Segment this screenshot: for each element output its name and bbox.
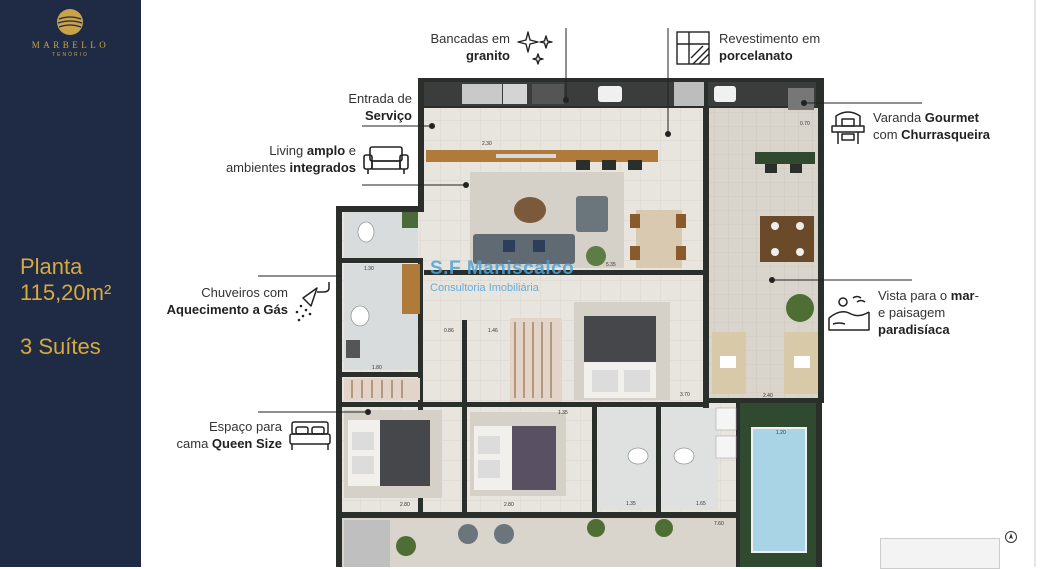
tile-icon — [676, 31, 710, 65]
dimension-label: 2.40 — [763, 393, 773, 399]
landscape-icon — [828, 295, 870, 331]
dimension-label: 0.70 — [800, 121, 810, 127]
dimension-label: 1.30 — [364, 266, 374, 272]
plan-area: 115,20m² — [20, 280, 112, 305]
dimension-label: 5.35 — [606, 262, 616, 268]
feature-espaco-line1: Espaço para — [209, 419, 282, 434]
plan-title: Planta — [20, 254, 83, 279]
dimension-label: 1.80 — [372, 365, 382, 371]
watermark-title: S.F Maniscalco — [430, 258, 575, 279]
dimension-label: 7.60 — [714, 521, 724, 527]
feature-revestimento-line1: Revestimento em — [719, 31, 821, 46]
key-plan — [880, 538, 1000, 569]
feature-espaco-line2: cama Queen Size — [176, 436, 282, 451]
feature-chuveiros-line2: Aquecimento a Gás — [166, 302, 288, 317]
feature-revestimento: Revestimento em porcelanato — [719, 30, 820, 64]
feature-bancadas-line1: Bancadas em — [430, 31, 511, 46]
dimension-label: 1.35 — [626, 501, 636, 507]
sun-logo-icon — [57, 9, 83, 35]
feature-entrada: Entrada de Serviço — [312, 90, 412, 124]
feature-vista-line3: paradisíaca — [878, 322, 950, 337]
sofa-icon — [363, 146, 409, 174]
feature-vista-line2: e paisagem — [878, 305, 946, 320]
dimension-label: 1.65 — [696, 501, 706, 507]
feature-varanda-line1: Varanda Gourmet — [873, 110, 979, 125]
feature-varanda: Varanda Gourmet com Churrasqueira — [873, 109, 990, 143]
dimension-label: 2.80 — [504, 502, 514, 508]
right-edge — [1034, 0, 1036, 567]
feature-entrada-line1: Entrada de — [348, 91, 412, 106]
dimension-label: 1.20 — [776, 430, 786, 436]
compass-icon — [1005, 531, 1017, 543]
plan-suites: 3 Suítes — [20, 334, 101, 359]
feature-living: Living amplo e ambientes integrados — [196, 142, 356, 176]
feature-vista: Vista para o mar- e paisagem paradisíaca — [878, 287, 979, 338]
feature-vista-line1: Vista para o mar- — [878, 288, 979, 303]
watermark: S.F Maniscalco Consultoria Imobiliária — [430, 258, 574, 294]
watermark-subtitle: Consultoria Imobiliária — [430, 282, 539, 294]
sidebar: MARBELLO TENÓRIO Planta 115,20m² 3 Suíte… — [0, 0, 141, 567]
feature-revestimento-line2: porcelanato — [719, 48, 793, 63]
dimension-label: 1.46 — [488, 328, 498, 334]
feature-living-line2: ambientes integrados — [225, 160, 356, 175]
dimension-label: 1.35 — [558, 410, 568, 416]
feature-bancadas-line2: granito — [465, 48, 510, 63]
dimension-label: 2.80 — [400, 502, 410, 508]
feature-espaco: Espaço para cama Queen Size — [150, 418, 282, 452]
feature-chuveiros-line1: Chuveiros com — [201, 285, 288, 300]
bed-icon — [289, 421, 331, 450]
feature-chuveiros: Chuveiros com Aquecimento a Gás — [140, 284, 288, 318]
grill-icon — [831, 111, 865, 144]
brand-sub: TENÓRIO — [52, 52, 89, 58]
feature-bancadas: Bancadas em granito — [410, 30, 511, 64]
sparkle-icon — [517, 31, 553, 65]
brand-name: MARBELLO — [31, 40, 110, 50]
dimension-label: 2.30 — [482, 141, 492, 147]
dimension-label: 0.86 — [444, 328, 454, 334]
shower-icon — [295, 282, 330, 322]
feature-living-line1: Living amplo e — [269, 143, 356, 158]
feature-entrada-line2: Serviço — [365, 108, 412, 123]
dimension-label: 3.70 — [680, 392, 690, 398]
feature-varanda-line2: com Churrasqueira — [873, 127, 991, 142]
